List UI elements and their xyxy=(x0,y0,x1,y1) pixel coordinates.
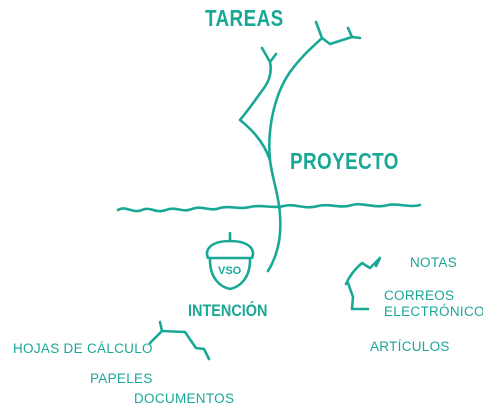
project-label: PROYECTO xyxy=(290,148,399,174)
arrow-spreadsheets xyxy=(148,320,164,345)
seed-label: VSO xyxy=(218,265,242,277)
arrow-emails xyxy=(346,281,370,311)
arrow-papers xyxy=(160,329,211,361)
papers-label: PAPELES xyxy=(90,371,153,386)
spreadsheets-label: HOJAS DE CÁLCULO xyxy=(13,341,153,356)
arrow-notes xyxy=(344,256,382,286)
documents-label: DOCUMENTOS xyxy=(134,391,235,406)
left-branch xyxy=(238,46,278,162)
notes-label: NOTAS xyxy=(410,255,458,270)
articles-label: ARTÍCULOS xyxy=(370,339,450,354)
tasks-label: TAREAS xyxy=(205,5,284,31)
intention-label: INTENCIÓN xyxy=(188,301,268,320)
ground-line xyxy=(116,202,422,213)
acorn-icon xyxy=(205,231,255,291)
top-fork xyxy=(314,20,362,46)
emails-label: CORREOS ELECTRÓNICOS xyxy=(384,288,483,320)
